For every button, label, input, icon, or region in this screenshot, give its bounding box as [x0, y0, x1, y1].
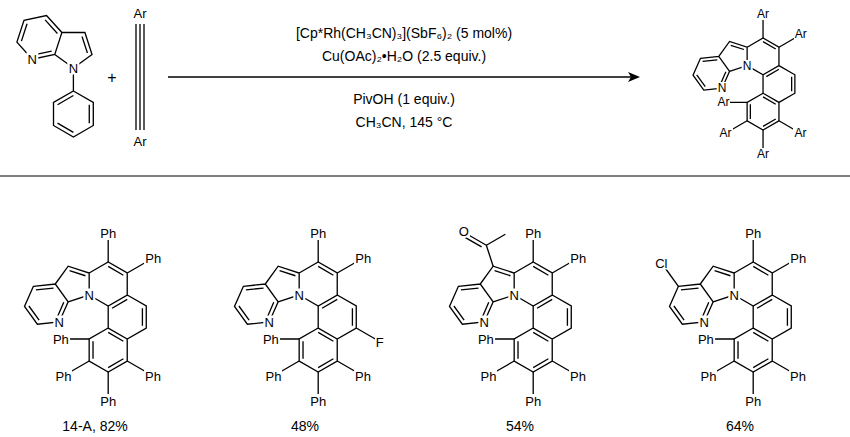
atom-label: Ph: [524, 394, 542, 407]
atom-label: Ph: [479, 369, 497, 382]
reagent-text: PivOH (1 equiv.): [352, 92, 456, 106]
atom-label: Ph: [264, 369, 282, 382]
atom-label: N: [83, 289, 94, 302]
atom-label: Ar: [756, 8, 770, 20]
generic-product: [693, 20, 795, 149]
atom-label: Ph: [144, 251, 162, 264]
atom-label: N: [717, 82, 728, 94]
atom-label: Ar: [133, 135, 148, 148]
yield-label: 14-A, 82%: [61, 419, 128, 433]
atom-label: N: [68, 61, 79, 74]
atom-label: Ph: [524, 227, 542, 240]
yield-label: 54%: [505, 419, 535, 433]
atom-label: Ph: [309, 227, 327, 240]
atom-label: Cl: [654, 256, 668, 269]
reagent-text: [Cp*Rh(CH₃CN)₃](SbF₆)₂ (5 mol%): [295, 26, 513, 40]
atom-label: Ph: [699, 369, 717, 382]
atom-label: N: [508, 289, 519, 302]
yield-label: 64%: [725, 419, 755, 433]
atom-label: Ph: [99, 394, 117, 407]
atom-label: Ar: [793, 127, 807, 139]
atom-label: Ph: [744, 227, 762, 240]
atom-label: Ph: [697, 333, 715, 346]
azaindole-reactant: [17, 15, 93, 136]
reagent-text: CH₃CN, 145 °C: [355, 115, 454, 129]
atom-label: Ar: [756, 148, 770, 160]
atom-label: N: [479, 315, 490, 328]
atom-label: Ph: [354, 369, 372, 382]
divider-rule: [0, 176, 850, 177]
atom-label: Ar: [719, 127, 733, 139]
atom-label: Ph: [789, 369, 807, 382]
atom-label: Ph: [744, 394, 762, 407]
alkyne-triple-bond: [136, 24, 144, 130]
atom-label: Ar: [716, 96, 730, 108]
atom-label: N: [27, 53, 38, 66]
atom-label: Ph: [262, 333, 280, 346]
atom-label: Ph: [144, 369, 162, 382]
atom-label: Ph: [309, 394, 327, 407]
atom-label: Ph: [569, 251, 587, 264]
plus-sign: +: [106, 70, 117, 86]
reagent-text: Cu(OAc)₂•H₂O (2.5 equiv.): [321, 49, 487, 63]
atom-label: Ph: [52, 333, 70, 346]
product-chloro: [666, 240, 792, 394]
atom-label: Ph: [789, 251, 807, 264]
atom-label: Ph: [99, 227, 117, 240]
yield-label: 48%: [290, 419, 320, 433]
atom-label: N: [54, 315, 65, 328]
atom-label: Ph: [477, 333, 495, 346]
atom-label: N: [264, 315, 275, 328]
atom-label: O: [458, 225, 470, 238]
atom-label: N: [742, 60, 753, 72]
reaction-arrow: [168, 72, 640, 82]
atom-label: Ph: [54, 369, 72, 382]
product-acetyl: [449, 234, 571, 394]
product-fluoro: [234, 240, 375, 394]
atom-label: Ph: [354, 251, 372, 264]
product-14a: [24, 240, 146, 394]
atom-label: Ar: [133, 7, 148, 20]
atom-label: Ph: [569, 369, 587, 382]
atom-label: N: [728, 289, 739, 302]
atom-label: N: [699, 315, 710, 328]
atom-label: Ar: [794, 28, 808, 40]
atom-label: N: [293, 289, 304, 302]
atom-label: F: [375, 336, 385, 349]
